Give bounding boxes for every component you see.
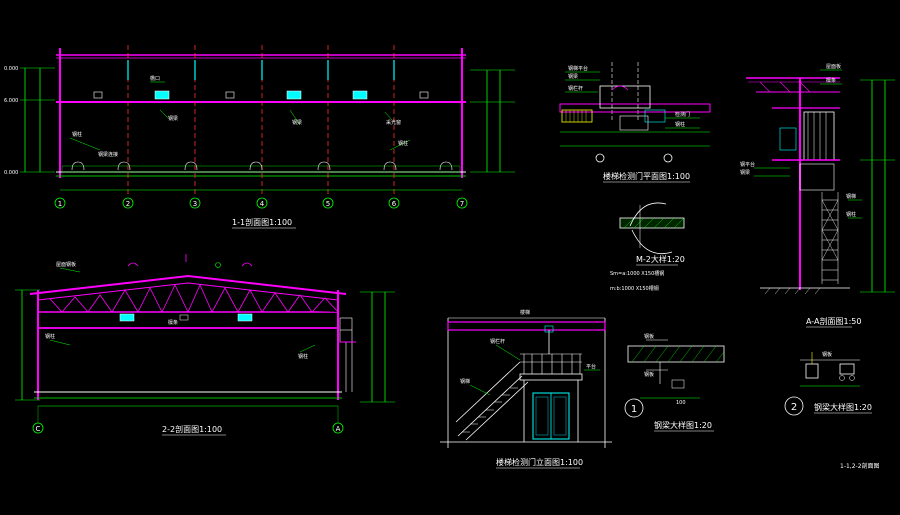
svg-text:钢柱: 钢柱 [72, 131, 82, 138]
axis-label: 5 [326, 200, 330, 208]
section-aa-caption: A-A剖面图1:50 [806, 316, 861, 326]
detail-m2-note-2: m:b:1000 X150槽钢 [610, 285, 659, 292]
door-elevation: 钢栏杆 钢梯 平台 楼梯 楼梯检测门立面图1:100 [440, 309, 612, 469]
svg-text:屋面板: 屋面板 [826, 63, 841, 70]
axis-label: 2 [126, 200, 130, 208]
svg-text:钢梁: 钢梁 [292, 119, 302, 126]
axis-bubbles-1-1: 1 2 3 4 5 6 7 [54, 197, 468, 209]
svg-text:钢梁连接: 钢梁连接 [98, 151, 118, 158]
door-plan: 钢梯平台 钢梁 钢栏杆 检测门 钢柱 楼梯检测门平面图1:100 [559, 62, 711, 183]
axis-label: 3 [193, 200, 197, 208]
svg-text:楼梯: 楼梯 [520, 309, 530, 316]
svg-text:檩条: 檩条 [826, 77, 836, 84]
axis-label: 6 [392, 200, 397, 208]
axis-label: 7 [460, 200, 464, 208]
svg-text:钢平台: 钢平台 [740, 161, 755, 168]
svg-text:6.000: 6.000 [4, 98, 18, 104]
svg-text:100: 100 [676, 400, 686, 406]
svg-text:钢栏杆: 钢栏杆 [568, 85, 583, 92]
svg-text:钢板: 钢板 [822, 351, 832, 358]
svg-text:钢梁: 钢梁 [168, 115, 178, 122]
svg-text:钢柱: 钢柱 [45, 333, 55, 340]
axis-label: A [336, 425, 341, 433]
detail-1-number: 1 [631, 404, 637, 415]
detail-2-number: 2 [791, 402, 797, 413]
svg-text:钢板: 钢板 [644, 371, 654, 378]
section-1-1: 0.000 6.000 0.000 [4, 45, 515, 229]
door-plan-caption: 楼梯检测门平面图1:100 [603, 171, 690, 181]
svg-text:平台: 平台 [586, 363, 596, 370]
svg-text:屋面钢板: 屋面钢板 [56, 261, 76, 268]
svg-text:0.000: 0.000 [4, 66, 18, 72]
detail-m2-note-1: Sm=a:1000 X150槽钢 [610, 270, 664, 277]
svg-text:钢柱: 钢柱 [398, 140, 408, 147]
svg-text:钢梁: 钢梁 [568, 73, 578, 80]
section-aa: 屋面板 檩条 钢平台 钢梁 钢梯 钢柱 A-A剖面图1:50 [740, 63, 895, 328]
svg-text:钢栏杆: 钢栏杆 [490, 338, 505, 345]
svg-text:钢柱: 钢柱 [675, 121, 685, 128]
svg-text:钢柱: 钢柱 [298, 353, 308, 360]
svg-text:采光窗: 采光窗 [386, 119, 401, 126]
axis-label: 1 [58, 200, 62, 208]
svg-text:檩条: 檩条 [168, 319, 178, 326]
svg-text:钢梯: 钢梯 [846, 193, 856, 200]
door-elevation-caption: 楼梯检测门立面图1:100 [496, 457, 583, 467]
section-1-1-caption: 1-1剖面图1:100 [232, 217, 292, 227]
svg-text:钢柱: 钢柱 [846, 211, 856, 218]
svg-text:钢梯: 钢梯 [460, 378, 470, 385]
svg-text:檐口: 檐口 [150, 75, 160, 82]
axis-label: 4 [260, 200, 265, 208]
axis-label: C [36, 425, 41, 433]
detail-m2: M-2大样1:20 Sm=a:1000 X150槽钢 m:b:1000 X150… [610, 202, 685, 292]
detail-1-caption: 钢梁大样图1:20 [654, 420, 712, 430]
detail-2-caption: 钢梁大样图1:20 [814, 402, 872, 412]
section-2-2-caption: 2-2剖面图1:100 [162, 424, 222, 434]
detail-1: 钢板 钢板 100 1 钢梁大样图1:20 [624, 333, 725, 432]
detail-2: 钢板 2 钢梁大样图1:20 [784, 351, 872, 416]
section-2-2: 钢柱 屋面钢板 钢柱 檩条 C A 2-2剖面图1:100 [15, 254, 395, 436]
svg-text:0.000: 0.000 [4, 170, 18, 176]
svg-text:检测门: 检测门 [675, 111, 690, 118]
sheet-caption: 1-1,2-2剖面图 [840, 462, 880, 470]
detail-m2-caption: M-2大样1:20 [636, 254, 685, 264]
svg-text:钢梯平台: 钢梯平台 [568, 65, 588, 72]
svg-text:钢板: 钢板 [644, 333, 654, 340]
svg-text:钢梁: 钢梁 [740, 169, 750, 176]
